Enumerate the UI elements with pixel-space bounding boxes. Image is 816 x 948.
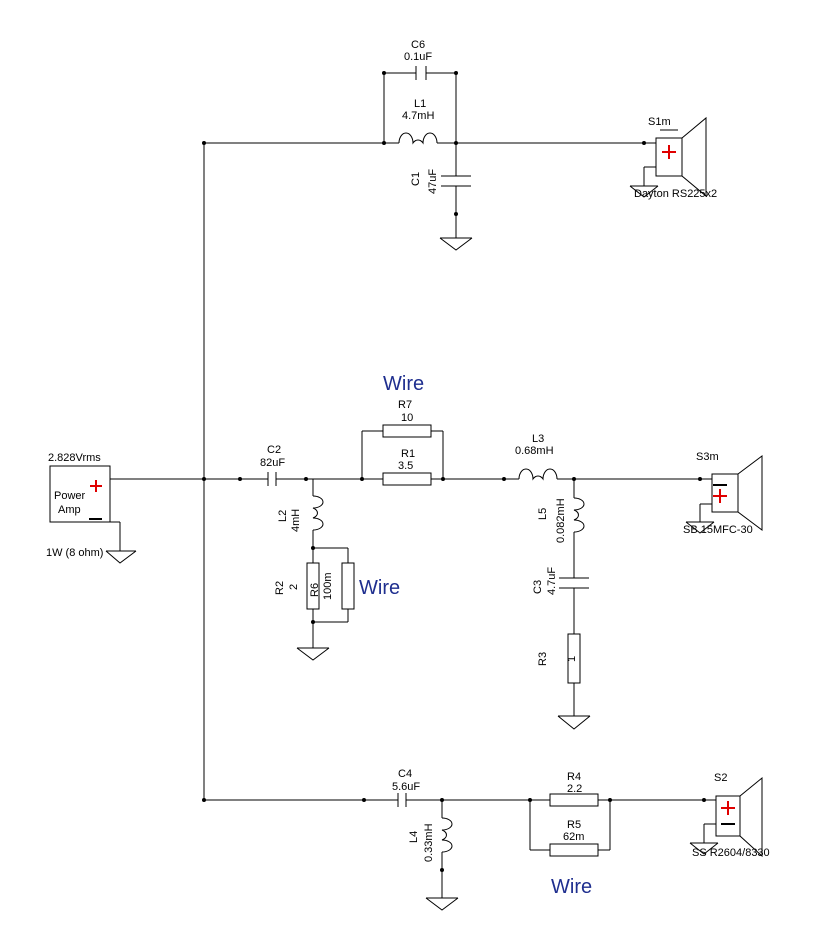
c4-ref: C4 <box>398 768 412 780</box>
s1m-ref: S1m <box>648 116 671 128</box>
s3m-ref: S3m <box>696 451 719 463</box>
r7-value: 10 <box>401 412 413 424</box>
c6-value: 0.1uF <box>404 51 432 63</box>
mid-branch: C2 82uF L2 4mH R2 2 R6 100m <box>238 399 763 730</box>
r2-value: 2 <box>288 584 300 590</box>
resistor-r7 <box>382 424 432 438</box>
c2-ref: C2 <box>267 444 281 456</box>
top-branch: C6 0.1uF L1 4.7mH C1 47uF S1m Dayton RS2… <box>382 39 717 251</box>
inductor-l4 <box>441 817 453 853</box>
r7-ref: R7 <box>398 399 412 411</box>
l3-ref: L3 <box>532 433 544 445</box>
resistor-r4 <box>549 793 599 807</box>
source-label-1: Power <box>54 490 86 502</box>
l5-ref: L5 <box>537 508 549 520</box>
wire-annotation: Wire <box>359 577 400 599</box>
inductor-l3 <box>518 468 558 481</box>
s2-ref: S2 <box>714 772 727 784</box>
l2-value: 4mH <box>290 509 302 532</box>
speaker-s3m <box>711 473 739 513</box>
resistor-r5 <box>549 843 599 857</box>
c1-value: 47uF <box>427 169 439 194</box>
s1m-model: Dayton RS225x2 <box>634 188 717 200</box>
r2-ref: R2 <box>274 581 286 595</box>
l2-ref: L2 <box>277 510 289 522</box>
l3-value: 0.68mH <box>515 445 554 457</box>
power-amp-source: 2.828Vrms Power Amp 1W (8 ohm) <box>46 452 137 564</box>
inductor-l2 <box>312 495 324 531</box>
r5-ref: R5 <box>567 819 581 831</box>
s3m-model: SB 15MFC-30 <box>683 524 753 536</box>
main-bus <box>120 141 398 802</box>
r1-value: 3.5 <box>398 460 413 472</box>
s2-model: SS R2604/8330 <box>692 847 770 859</box>
bottom-branch: C4 5.6uF L4 0.33mH R4 2.2 R5 62m <box>362 768 770 911</box>
c6-ref: C6 <box>411 39 425 51</box>
l4-ref: L4 <box>408 831 420 843</box>
r4-value: 2.2 <box>567 783 582 795</box>
r6-value: 100m <box>322 572 334 600</box>
r1-ref: R1 <box>401 448 415 460</box>
source-voltage: 2.828Vrms <box>48 452 101 464</box>
r4-ref: R4 <box>567 771 581 783</box>
c3-ref: C3 <box>532 580 544 594</box>
c4-value: 5.6uF <box>392 781 420 793</box>
r6-ref: R6 <box>309 583 321 597</box>
wire-annotation: Wire <box>551 876 592 898</box>
l1-value: 4.7mH <box>402 110 434 122</box>
l4-value: 0.33mH <box>423 823 435 862</box>
inductor-l1 <box>398 132 438 145</box>
source-label-2: Amp <box>58 504 81 516</box>
wire-annotation: Wire <box>383 373 424 395</box>
r3-value: 1 <box>566 656 578 662</box>
r3-ref: R3 <box>537 652 549 666</box>
resistor-r1 <box>382 472 432 486</box>
inductor-l5 <box>573 497 585 533</box>
c3-value: 4.7uF <box>546 567 558 595</box>
l5-value: 0.082mH <box>555 498 567 543</box>
r5-value: 62m <box>563 831 584 843</box>
c2-value: 82uF <box>260 457 285 469</box>
c1-ref: C1 <box>410 172 422 186</box>
l1-ref: L1 <box>414 98 426 110</box>
wire-resistor <box>341 562 355 610</box>
source-power: 1W (8 ohm) <box>46 547 103 559</box>
